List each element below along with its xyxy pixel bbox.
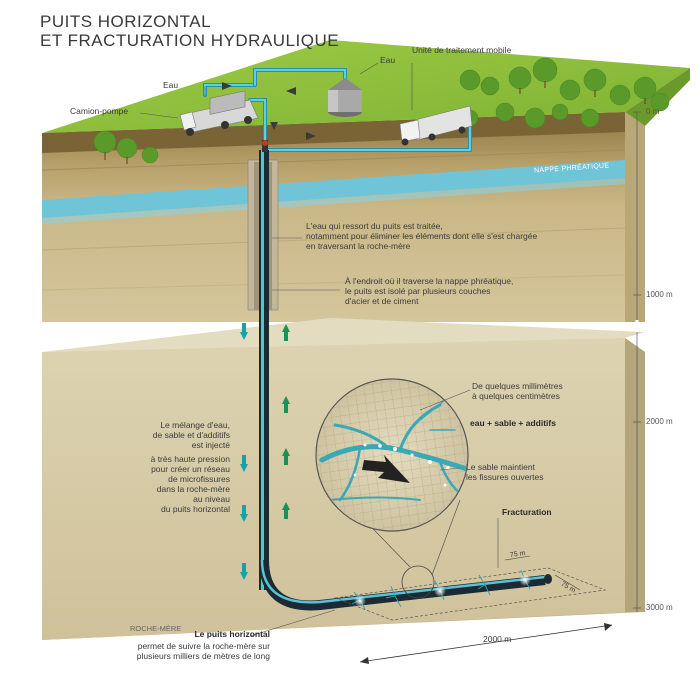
melange-line-2: de sable et d'additifs xyxy=(152,430,230,440)
title-line-1: PUITS HORIZONTAL xyxy=(40,12,212,31)
melange-line-3: est injecté xyxy=(191,440,230,450)
label-roche-mere: ROCHE-MÈRE xyxy=(130,624,182,633)
melange-line-7: dans la roche-mère xyxy=(156,484,230,494)
vertical-well xyxy=(247,140,279,590)
isolation-line-2: le puits est isolé par plusieurs couches xyxy=(345,286,491,296)
melange-line-5: pour créer un réseau xyxy=(151,464,230,474)
label-eau-sable-additifs: eau + sable + additifs xyxy=(470,418,556,428)
label-camion-pompe: Camion-pompe xyxy=(70,106,129,116)
label-dist-2000: 2000 m xyxy=(483,634,512,644)
zoom-origin-circle xyxy=(401,565,435,599)
isolation-line-1: À l'endroit où il traverse la nappe phré… xyxy=(345,276,514,286)
melange-line-4: à très haute pression xyxy=(150,454,230,464)
sable-maintient-line-1: Le sable maintient xyxy=(466,462,535,472)
topsoil-layer xyxy=(42,112,625,153)
label-isolation: À l'endroit où il traverse la nappe phré… xyxy=(345,276,513,306)
surface-pipes xyxy=(203,68,472,152)
treatment-truck xyxy=(399,105,473,146)
label-fracturation: Fracturation xyxy=(502,507,552,517)
puits-desc-line-1: permet de suivre la roche-mère sur xyxy=(137,641,270,651)
diagram-title: PUITS HORIZONTAL ET FRACTURATION HYDRAUL… xyxy=(40,12,339,50)
label-unite-traitement: Unité de traitement mobile xyxy=(412,45,512,55)
millimetres-line-2: à quelques centimètres xyxy=(472,391,560,401)
eau-traitee-line-1: L'eau qui ressort du puits est traitée, xyxy=(306,221,443,231)
melange-line-6: de microfissures xyxy=(168,474,230,484)
title-line-2: ET FRACTURATION HYDRAULIQUE xyxy=(40,31,340,50)
label-eau-right: Eau xyxy=(380,55,396,65)
horizontal-well xyxy=(259,559,552,611)
depth-label-0: 0 m xyxy=(646,107,660,116)
zoom-lens xyxy=(315,378,469,532)
label-dist-75a: 75 m xyxy=(509,549,526,560)
label-sable-maintient: Le sable maintient les fissures ouvertes xyxy=(466,462,543,482)
depth-label-3000: 3000 m xyxy=(646,603,673,612)
water-table-layer xyxy=(42,160,625,218)
melange-line-1: Le mélange d'eau, xyxy=(160,420,230,430)
puits-desc-line-2: plusieurs milliers de mètres de long xyxy=(136,651,270,661)
pump-truck xyxy=(179,90,259,136)
isolation-line-3: d'acier et de ciment xyxy=(345,296,419,306)
depth-label-2000: 2000 m xyxy=(646,417,673,426)
label-puits-horizontal-desc: permet de suivre la roche-mère sur plusi… xyxy=(120,641,270,661)
leader-lines xyxy=(139,62,499,637)
sable-maintient-line-2: les fissures ouvertes xyxy=(466,472,544,482)
depth-label-1000: 1000 m xyxy=(646,290,673,299)
label-millimetres: De quelques millimètres à quelques centi… xyxy=(472,381,563,401)
eau-traitee-line-2: notamment pour éliminer les éléments don… xyxy=(306,231,538,241)
label-melange: Le mélange d'eau, de sable et d'additifs… xyxy=(120,420,230,514)
eau-traitee-line-3: en traversant la roche-mère xyxy=(306,241,411,251)
label-eau-left: Eau xyxy=(163,80,179,90)
surface-flow-arrows xyxy=(222,82,316,140)
fracture-zone xyxy=(333,555,607,621)
millimetres-line-1: De quelques millimètres xyxy=(472,381,563,391)
trees xyxy=(93,57,670,164)
flow-arrows-well xyxy=(240,323,290,580)
dimension-2000m xyxy=(359,623,613,664)
melange-line-8: au niveau xyxy=(193,494,230,504)
melange-line-9: du puits horizontal xyxy=(161,504,230,514)
label-puits-horizontal-title: Le puits horizontal xyxy=(194,629,270,639)
water-tank xyxy=(328,78,362,117)
depth-scale xyxy=(633,111,641,612)
label-eau-traitee: L'eau qui ressort du puits est traitée, … xyxy=(306,221,537,251)
